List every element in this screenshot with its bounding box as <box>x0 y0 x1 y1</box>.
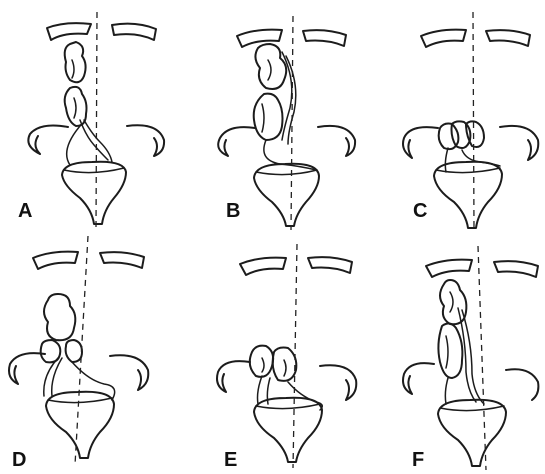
right-pelvis <box>506 369 538 400</box>
right-rib <box>494 261 538 277</box>
panel-a: A <box>18 12 164 228</box>
bladder-inner <box>64 168 124 173</box>
bladder-inner <box>256 404 320 409</box>
midline <box>478 246 486 470</box>
bladder-inner <box>48 398 112 403</box>
kidney-lower <box>438 323 462 378</box>
left-pelvis <box>9 353 45 384</box>
right-pelvis <box>500 126 538 160</box>
right-rib <box>486 30 530 46</box>
right-rib <box>112 24 156 40</box>
left-rib <box>33 252 78 269</box>
panel-label: C <box>413 200 427 222</box>
left-rib <box>240 258 286 275</box>
panel-label: B <box>226 200 240 222</box>
left-rib <box>426 260 472 277</box>
panel-label: D <box>12 449 26 471</box>
right-rib <box>100 252 144 268</box>
kidney-lower-right <box>66 340 82 362</box>
kidney-inner <box>446 292 453 368</box>
bladder-inner <box>256 170 317 175</box>
ureter-loop <box>67 126 80 165</box>
kidney-lower <box>254 94 283 140</box>
panel-f: F <box>403 246 538 471</box>
panel-b: B <box>218 16 355 230</box>
kidney-inner <box>72 60 76 118</box>
kidney-inner <box>262 60 271 132</box>
ureter <box>282 52 296 144</box>
ureter <box>445 148 500 172</box>
panel-c: C <box>403 12 538 230</box>
left-pelvis <box>28 126 68 154</box>
panel-label: A <box>18 200 32 222</box>
right-rib <box>308 257 352 273</box>
right-rib <box>303 30 346 46</box>
panel-label: E <box>224 449 237 471</box>
right-pelvis <box>318 126 355 156</box>
left-pelvis <box>403 363 434 394</box>
kidney <box>65 42 86 82</box>
panel-e: E <box>217 244 356 471</box>
left-rib <box>421 30 466 47</box>
bladder-inner <box>440 406 504 411</box>
right-pelvis <box>110 355 148 390</box>
right-pelvis <box>127 125 164 156</box>
left-rib <box>47 23 91 40</box>
right-pelvis <box>320 365 356 400</box>
ureter-loop <box>445 378 448 404</box>
left-pelvis <box>218 127 255 156</box>
left-rib <box>237 30 282 47</box>
left-pelvis <box>403 127 438 158</box>
panel-label: F <box>412 449 424 471</box>
panel-d: D <box>9 236 148 471</box>
midline <box>96 12 97 228</box>
midline <box>75 236 88 465</box>
kidney <box>44 294 75 340</box>
left-pelvis <box>217 361 250 392</box>
